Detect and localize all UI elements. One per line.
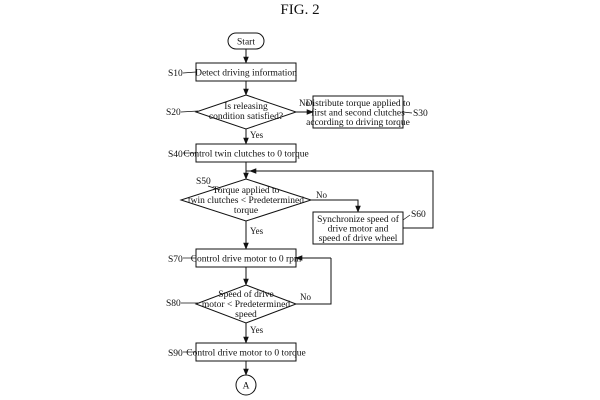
s20-yes-label: Yes [250, 130, 264, 140]
s50-yes-label: Yes [250, 226, 264, 236]
connector-a-circle [235, 374, 257, 396]
decision-s20-text-1: Is releasing [224, 102, 268, 112]
s80-no-label: No [300, 292, 311, 302]
decision-s20-text-2: condition satisfied? [209, 111, 283, 122]
step-s90-text: Control drive motor to 0 torque [186, 349, 306, 359]
step-s30-text-3: according to driving torque [306, 118, 410, 128]
loop-s80-no-to-s70 [296, 258, 332, 305]
step-s10-leader [182, 71, 197, 74]
step-s10-text: Detect driving information [195, 68, 297, 79]
loop-s60-to-s50 [246, 170, 434, 229]
step-s70-text: Control drive motor to 0 rpm [191, 255, 302, 265]
decision-s80-text-2: motor < Predetermined [202, 300, 290, 310]
decision-s50-leader [207, 185, 221, 191]
step-s60-leader [402, 214, 411, 221]
step-s10-id: S10 [168, 69, 183, 79]
step-s30-id: S30 [413, 109, 428, 119]
decision-s20-id: S20 [166, 108, 181, 118]
decision-s50-text-2: twin clutches < Predetermined [188, 196, 304, 206]
step-s30-text-2: first and second clutches [311, 108, 405, 119]
start-label: Start [237, 38, 255, 48]
step-s60-text-3: speed of drive wheel [319, 233, 398, 244]
decision-s80-text-1: Speed of drive [218, 289, 273, 300]
step-s30-leader [402, 111, 413, 114]
s20-no-label: No [299, 98, 310, 108]
step-s40-text: Control twin clutches to 0 torque [183, 150, 308, 160]
connector-a-label: A [243, 382, 250, 392]
step-s90-id: S90 [168, 349, 183, 359]
decision-s50-text-3: torque [234, 206, 258, 216]
s80-yes-label: Yes [250, 325, 264, 335]
arrow-s50-no-to-s60 [311, 199, 361, 213]
decision-s20-leader [180, 110, 199, 113]
s50-no-label: No [316, 190, 327, 200]
figure-title: FIG. 2 [280, 2, 319, 18]
decision-s50-text-1: Torque applied to [213, 186, 280, 196]
decision-s50-id: S50 [196, 177, 211, 187]
step-s60-box [312, 211, 404, 245]
step-s60-id: S60 [411, 210, 426, 220]
step-s40-id: S40 [168, 150, 183, 160]
step-s60-text-1: Synchronize speed of [317, 214, 400, 225]
step-s60-text-2: drive motor and [328, 225, 389, 235]
step-s30-text-1: Distribute torque applied to [306, 99, 411, 109]
decision-s80-text-3: speed [235, 310, 257, 320]
decision-s80-id: S80 [166, 299, 181, 309]
step-s70-id: S70 [168, 255, 183, 265]
